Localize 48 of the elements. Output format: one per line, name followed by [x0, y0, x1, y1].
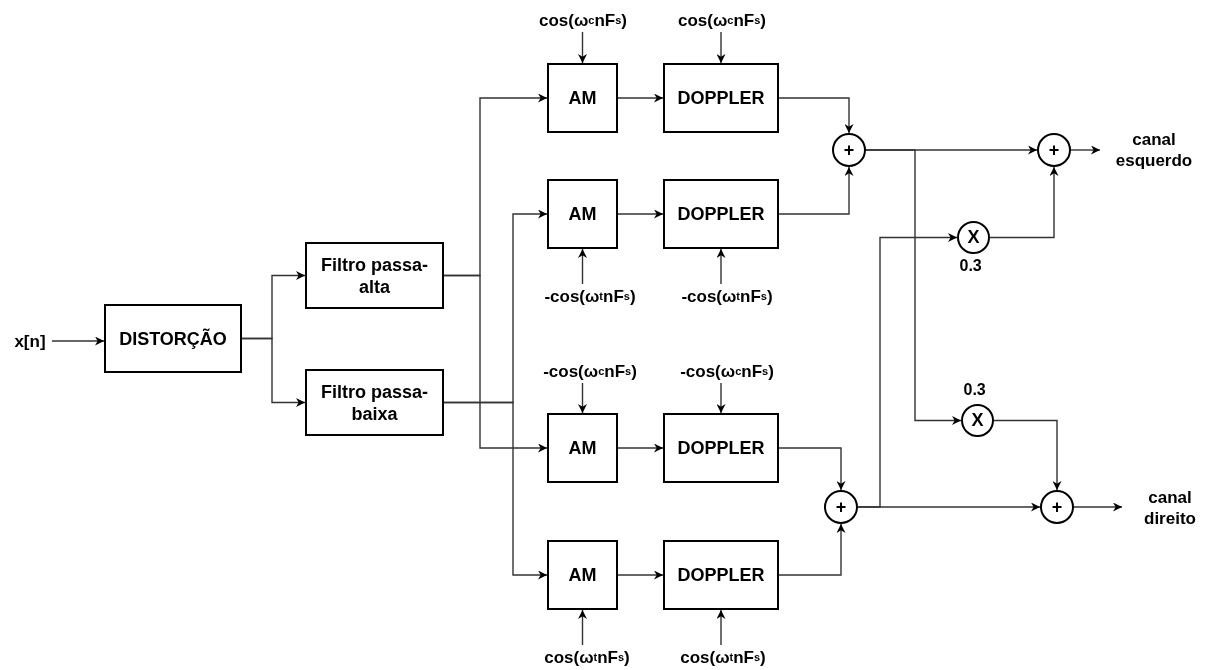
- operator-circle: X: [961, 404, 994, 437]
- arrow: [716, 248, 726, 285]
- arrow: [578, 31, 587, 64]
- arrow: [241, 337, 306, 407]
- arrow: [778, 447, 846, 491]
- block-box: AM: [547, 63, 618, 133]
- block-box: DISTORÇÃO: [104, 304, 242, 373]
- arrow: [778, 523, 846, 576]
- arrow: [1073, 502, 1123, 512]
- block-box: DOPPLER: [663, 413, 779, 483]
- arrow: [617, 209, 664, 219]
- block-box: Filtro passa-baixa: [305, 369, 444, 436]
- arrow: [617, 93, 664, 103]
- operator-circle: +: [832, 133, 866, 167]
- arrow: [716, 609, 726, 646]
- signal-label: canal esquerdo: [1100, 128, 1208, 172]
- block-box: DOPPLER: [663, 540, 779, 610]
- block-box: DOPPLER: [663, 179, 779, 249]
- arrow: [857, 233, 958, 508]
- arrow: [578, 609, 587, 646]
- block-box: AM: [547, 540, 618, 610]
- arrow: [443, 401, 548, 580]
- arrow: [716, 382, 726, 414]
- arrow: [617, 570, 664, 580]
- arrow: [989, 166, 1059, 239]
- arrow: [778, 97, 854, 134]
- gain-label: 0.3: [959, 257, 982, 275]
- arrow: [993, 419, 1062, 491]
- gain-label: 0.3: [963, 381, 986, 399]
- arrow: [617, 443, 664, 453]
- signal-label: canal direito: [1122, 486, 1213, 530]
- arrow: [578, 248, 587, 285]
- operator-circle: +: [1040, 490, 1074, 524]
- block-box: AM: [547, 413, 618, 483]
- arrow: [865, 149, 962, 425]
- arrow: [51, 336, 105, 346]
- operator-circle: +: [1037, 133, 1071, 167]
- operator-circle: +: [824, 490, 858, 524]
- arrow: [716, 31, 726, 64]
- signal-label: x[n]: [8, 330, 52, 352]
- block-box: AM: [547, 179, 618, 249]
- arrow: [778, 166, 854, 215]
- block-box: Filtro passa-alta: [305, 242, 444, 309]
- block-box: DOPPLER: [663, 63, 779, 133]
- arrow: [1070, 145, 1101, 155]
- arrow: [578, 382, 587, 414]
- operator-circle: X: [957, 221, 990, 254]
- arrow: [443, 274, 548, 453]
